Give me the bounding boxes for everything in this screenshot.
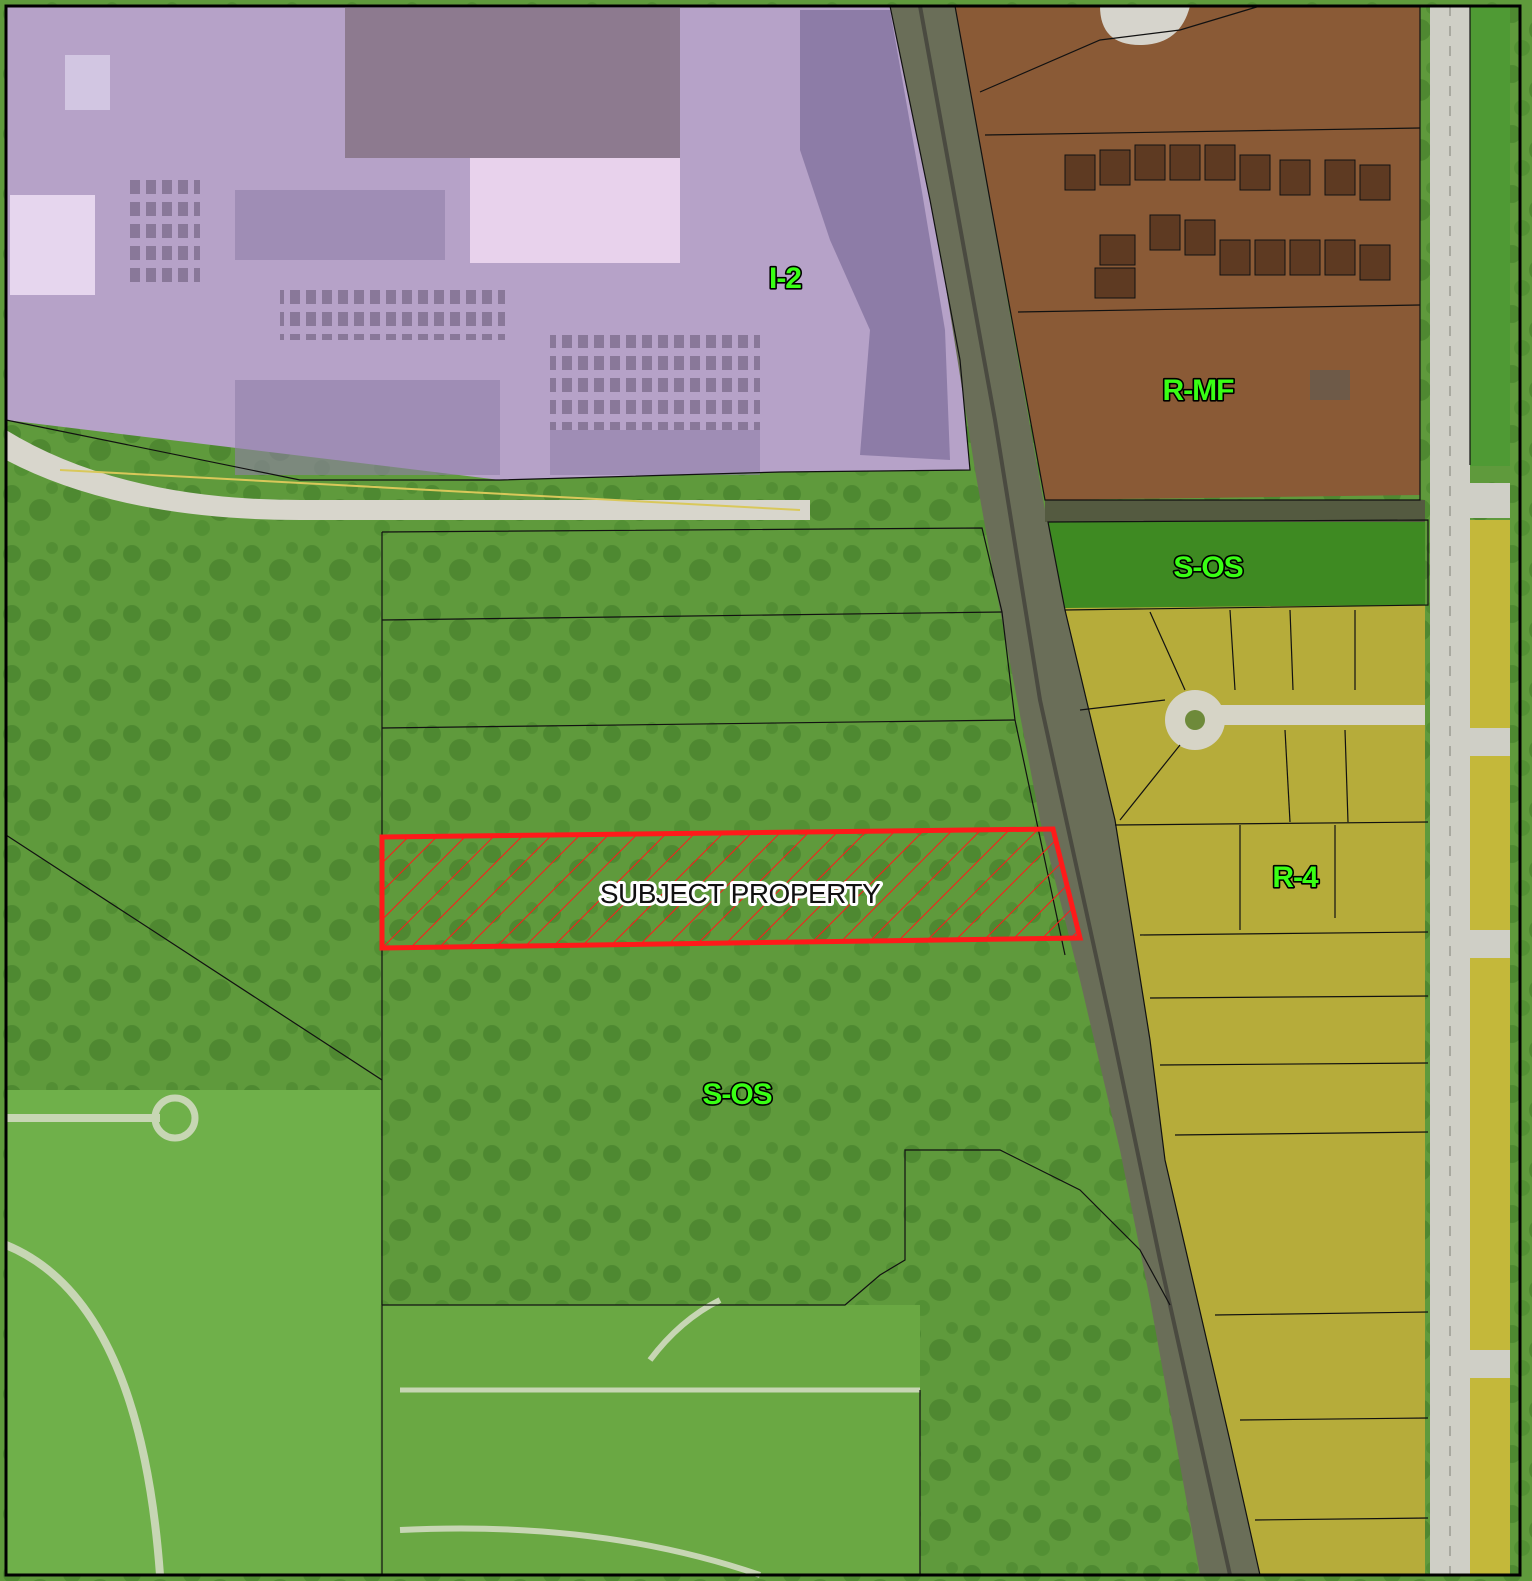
zone-label-sos-north: S-OS — [1173, 551, 1242, 584]
east-yellow-strip — [1470, 520, 1510, 1575]
r4-lot-d2 — [1119, 744, 1181, 821]
i2-boundary — [5, 5, 971, 481]
cemetery-path-loop — [4, 1241, 164, 1576]
parking-lot-1 — [280, 285, 505, 340]
small-building — [65, 55, 110, 110]
parking-lot-3 — [130, 180, 200, 285]
grass-block-2 — [235, 380, 500, 475]
cemetery-lawn-south — [380, 1305, 920, 1575]
subject-property[interactable]: SUBJECT PROPERTY — [379, 826, 1084, 951]
r4-cul-de-sac-island — [1185, 710, 1205, 730]
r4-divider-8 — [1254, 1517, 1429, 1521]
zone-i2-area — [6, 6, 970, 480]
r4-lot-d1 — [1149, 611, 1186, 691]
r4-lot-v4 — [1289, 609, 1294, 691]
cemetery-path-s — [399, 1525, 761, 1578]
railroad-corridor — [890, 6, 1260, 1575]
rmf-line-3 — [979, 5, 1261, 93]
r4-lot-v3 — [1229, 609, 1236, 691]
office-building — [10, 195, 95, 295]
factory-building — [345, 8, 680, 158]
road-centerline — [59, 469, 801, 511]
cemetery-lawn — [6, 1090, 381, 1575]
rmf-line-2 — [1017, 304, 1421, 313]
r4-divider-3 — [1149, 995, 1429, 999]
sos-north-boundary — [1047, 519, 1429, 611]
cemetery-circle — [151, 1094, 199, 1142]
zone-labels: I-2 R-MF S-OS R-4 S-OS — [701, 260, 1322, 1112]
rmf-cul-de-sac — [1100, 6, 1190, 45]
r4-divider-5 — [1174, 1131, 1429, 1136]
r4-street — [1200, 705, 1425, 725]
rmf-house — [1310, 370, 1350, 400]
parcel-line-6 — [382, 1149, 1171, 1306]
parcel-line-3 — [381, 611, 1003, 621]
rmf-line-1 — [984, 127, 1421, 136]
parcel-line-5 — [5, 834, 383, 1081]
east-green-strip — [1470, 6, 1510, 466]
zone-sos-north-fill — [1048, 522, 1425, 608]
map-frame — [4, 4, 1522, 1577]
road-curved — [6, 430, 810, 520]
zone-label-i2: I-2 — [769, 262, 801, 295]
r4-lot-v7 — [1344, 729, 1349, 823]
parcel-line-4 — [381, 719, 1016, 729]
subject-property-hatch — [382, 829, 1080, 948]
railroad-east-edge — [1064, 609, 1261, 1576]
parking-lot-2 — [550, 335, 760, 430]
r4-divider-6 — [1214, 1311, 1429, 1316]
r4-lot-v6 — [1284, 729, 1291, 823]
cemetery-path-diag — [647, 1297, 722, 1362]
grass-block-1 — [235, 190, 445, 260]
cemetery-area — [4, 1090, 920, 1578]
r4-divider-2 — [1139, 931, 1429, 936]
pond — [800, 10, 950, 460]
r4-divider-7 — [1239, 1417, 1429, 1421]
zone-label-rmf: R-MF — [1163, 374, 1235, 407]
east-crossroads — [1470, 483, 1510, 1378]
rmf-townhomes — [1064, 144, 1391, 299]
zone-label-r4: R-4 — [1272, 861, 1319, 894]
r4-divider-4 — [1159, 1062, 1429, 1066]
factory-annex — [470, 158, 680, 263]
grass-block-3 — [550, 430, 760, 475]
subject-property-label: SUBJECT PROPERTY — [600, 878, 881, 909]
rmf-strip — [1045, 500, 1425, 522]
rail-track — [918, 5, 1232, 1576]
r4-lot-d3 — [1079, 699, 1166, 711]
r4-divider-1 — [1114, 821, 1429, 826]
subject-property-outline — [379, 826, 1084, 951]
zone-label-sos-south: S-OS — [702, 1078, 771, 1111]
